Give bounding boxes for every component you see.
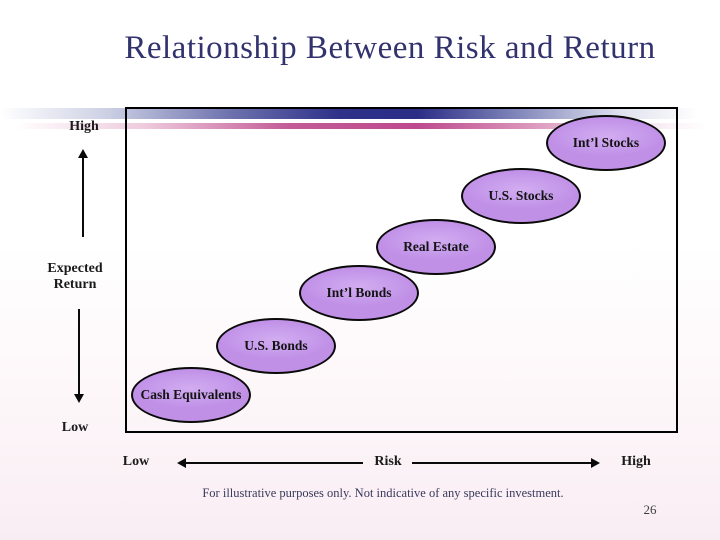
bubble-label: Int’l Bonds [326, 284, 392, 300]
decorative-pink-stripe [0, 123, 720, 129]
y-axis-down-arrow-line [78, 309, 80, 395]
decorative-blue-stripe [0, 108, 720, 119]
bubble-us-stocks: U.S. Stocks [461, 168, 581, 224]
x-axis-right-arrow-head [591, 458, 600, 468]
bubble-label: Real Estate [403, 238, 469, 254]
bubble-intl-stocks: Int’l Stocks [546, 115, 666, 171]
bubble-label: Cash Equivalents [140, 386, 242, 402]
y-axis-up-arrow-line [82, 157, 84, 237]
bubble-intl-bonds: Int’l Bonds [299, 265, 419, 321]
plot-area-frame [125, 107, 678, 433]
y-axis-down-arrow-head [74, 394, 84, 403]
slide-title: Relationship Between Risk and Return [124, 30, 656, 66]
bubble-label: U.S. Stocks [488, 187, 554, 203]
x-axis-low-label: Low [122, 454, 150, 469]
disclaimer-text: For illustrative purposes only. Not indi… [202, 486, 564, 500]
bubble-cash-equivalents: Cash Equivalents [131, 367, 251, 423]
x-axis-high-label: High [621, 454, 651, 469]
y-axis-high-label: High [69, 119, 99, 134]
x-axis-right-arrow-line [412, 462, 592, 464]
x-axis-left-arrow-line [185, 462, 363, 464]
bubble-label: Int’l Stocks [572, 134, 640, 150]
bubble-label: U.S. Bonds [244, 337, 308, 353]
bubble-us-bonds: U.S. Bonds [216, 318, 336, 374]
x-axis-title: Risk [374, 454, 402, 469]
bubble-real-estate: Real Estate [376, 219, 496, 275]
page-number: 26 [643, 502, 657, 517]
y-axis-title: Expected Return [47, 261, 103, 292]
y-axis-up-arrow-head [78, 149, 88, 158]
x-axis-left-arrow-head [177, 458, 186, 468]
y-axis-low-label: Low [61, 420, 89, 435]
